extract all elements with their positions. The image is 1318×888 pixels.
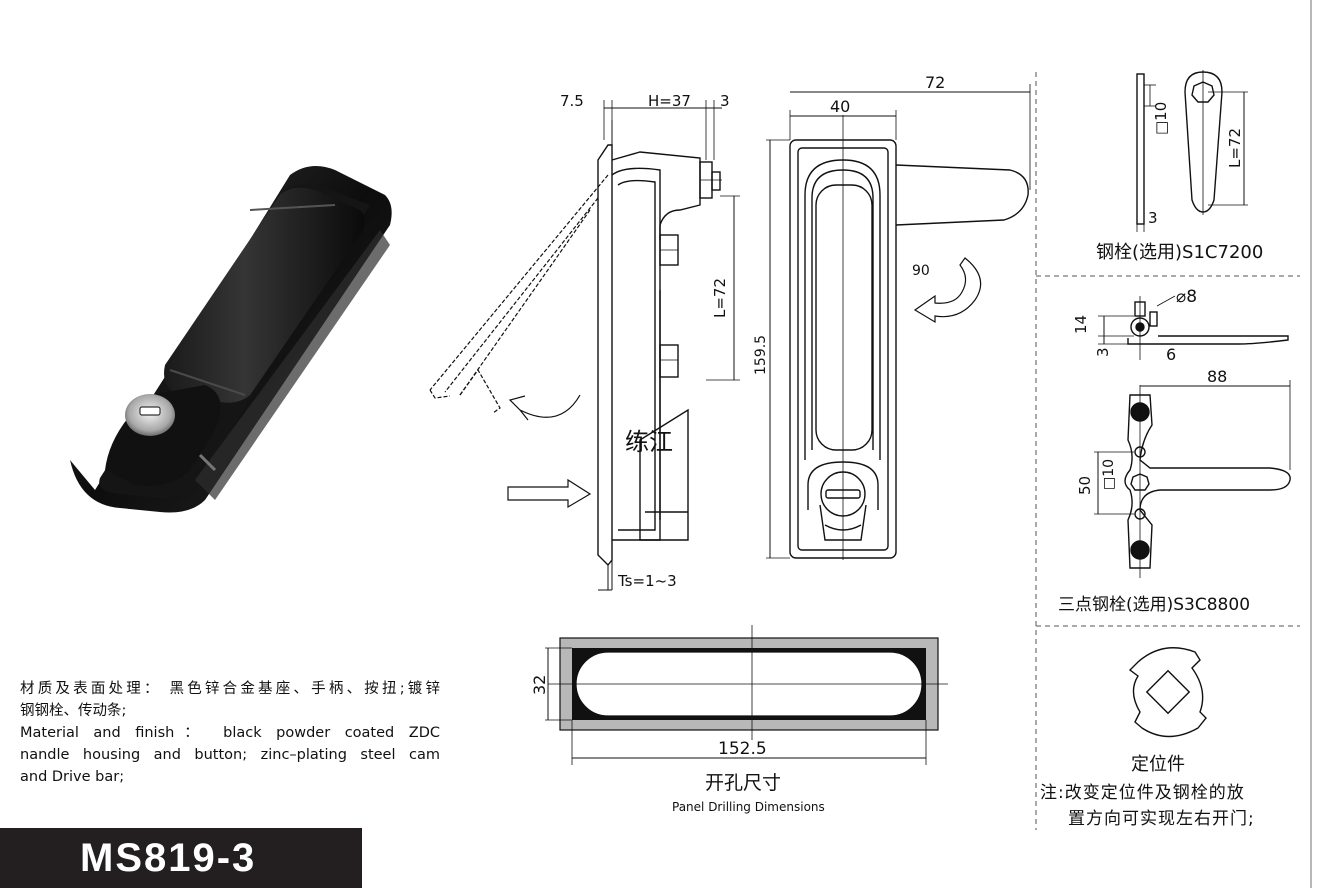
material-cn-line-2: 钢钢栓、传动条;	[20, 703, 127, 719]
dim-159-5: 159.5	[753, 335, 769, 375]
dim-72-front: 72	[925, 73, 945, 92]
cutout-title-cn: 开孔尺寸	[705, 772, 781, 794]
dim-phi8: ⌀8	[1176, 287, 1197, 307]
dim-3-side: 3	[720, 92, 730, 110]
three-point-caption: 三点钢栓(选用)S3C8800	[1058, 595, 1250, 615]
cam-labels: □10 3 L=72 钢栓(选用)S1C7200	[1096, 102, 1263, 263]
dim-l72-cam: L=72	[1226, 128, 1244, 168]
dim-88: 88	[1207, 367, 1227, 386]
material-description: 材质及表面处理： 黑色锌合金基座、手柄、按扭;镀锌 钢钢栓、传动条; Mater…	[20, 678, 440, 788]
product-photo	[70, 166, 392, 513]
front-view-drawing	[766, 84, 1031, 560]
dim-32: 32	[530, 675, 549, 695]
dim-14: 14	[1072, 315, 1090, 334]
dim-ts: Ts=1~3	[617, 572, 677, 590]
model-number: MS819-3	[80, 836, 257, 880]
cam-caption: 钢栓(选用)S1C7200	[1096, 242, 1263, 263]
section-dividers	[1035, 72, 1300, 830]
dim-10-cam: □10	[1152, 102, 1170, 135]
positioner-note-line-2: 置方向可实现左右开门;	[1068, 809, 1255, 829]
material-cn-line-1: 材质及表面处理： 黑色锌合金基座、手柄、按扭;镀锌	[20, 681, 440, 697]
side-view-drawing	[429, 100, 740, 591]
positioner-caption: 定位件	[1131, 754, 1185, 775]
watermark-text: 练江	[625, 428, 673, 456]
side-view-labels: 7.5 H=37 3 L=72 Ts=1~3 练江	[560, 92, 730, 590]
panel-cutout-drawing	[545, 625, 948, 765]
front-view-labels: 72 40 159.5 90	[753, 73, 945, 375]
panel-cutout-labels: 32 152.5 开孔尺寸 Panel Drilling Dimensions	[530, 675, 825, 814]
dim-6: 6	[1166, 345, 1176, 364]
dim-h37: H=37	[648, 92, 691, 110]
dim-50: 50	[1076, 476, 1094, 495]
material-en-line-1: Material and finish： black powder coated…	[20, 725, 440, 741]
dim-152-5: 152.5	[718, 739, 767, 759]
material-en-line-2: nandle housing and button; zinc–plating …	[20, 747, 440, 763]
cutout-title-en: Panel Drilling Dimensions	[672, 800, 825, 814]
model-bar	[0, 828, 362, 888]
dim-7-5: 7.5	[560, 92, 584, 110]
cam-drawing	[1136, 70, 1248, 232]
dim-l72-side: L=72	[711, 278, 729, 318]
positioner-note-line-1: 注:改变定位件及钢栓的放	[1040, 783, 1245, 803]
positioner-labels: 定位件	[1131, 754, 1185, 775]
dim-10-three: □10	[1101, 459, 1117, 490]
three-point-labels: ⌀8 14 3 6 88 50 □10 三点钢栓(选用)S3C8800	[1058, 287, 1250, 615]
positioner-drawing	[1128, 647, 1207, 738]
dim-40: 40	[830, 97, 850, 116]
angle-90: 90	[912, 263, 930, 279]
material-en-line-3: and Drive bar;	[20, 769, 125, 785]
three-point-drawing	[1094, 295, 1291, 578]
dim-3-cam: 3	[1148, 209, 1158, 227]
dim-3-three: 3	[1094, 347, 1112, 357]
